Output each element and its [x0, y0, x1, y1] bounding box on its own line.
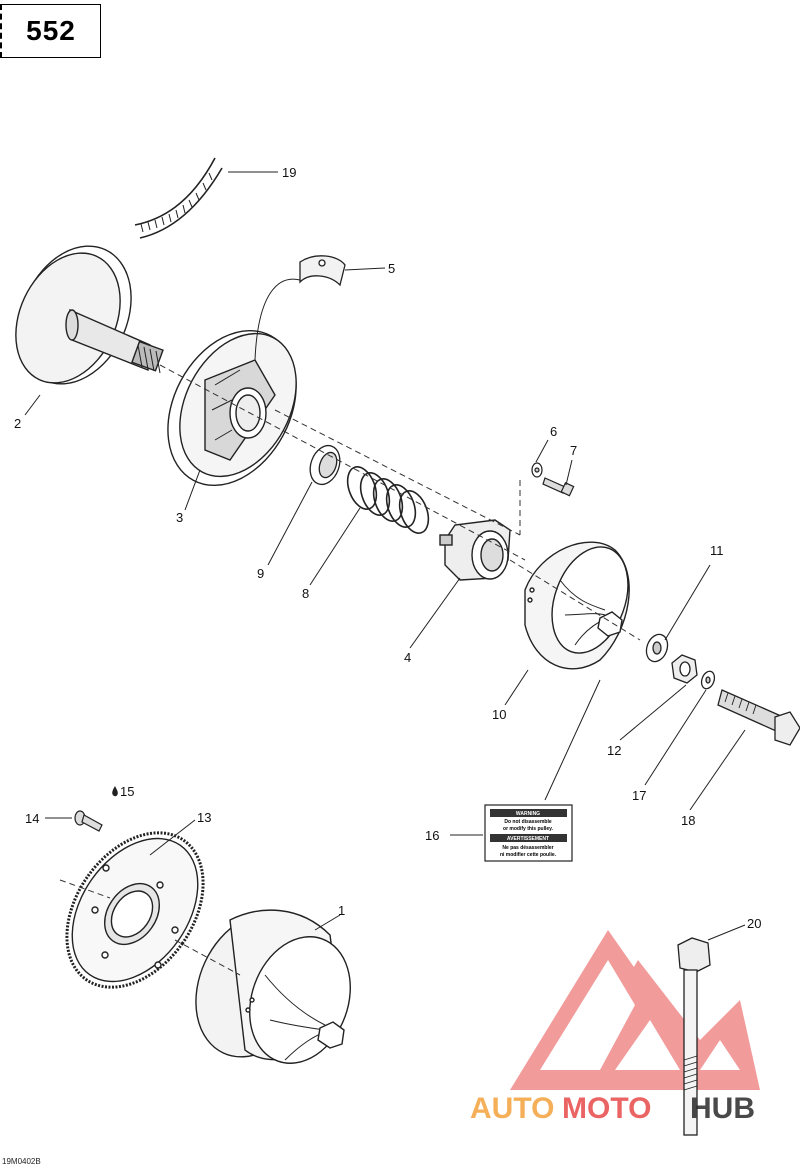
- callout-18: 18: [681, 813, 695, 828]
- callout-9: 9: [257, 566, 264, 581]
- callout-14: 14: [25, 811, 39, 826]
- drive-pulley-assembly: [195, 909, 351, 1064]
- callout-16: 16: [425, 828, 439, 843]
- screw-14: [74, 810, 103, 832]
- callout-10: 10: [492, 707, 506, 722]
- washer-6: [531, 462, 543, 478]
- watermark-text: AUTO MOTO HUB: [470, 1092, 755, 1125]
- warning-line-3: or modify this pulley.: [503, 826, 554, 832]
- drop-icon: [112, 786, 118, 797]
- spring: [346, 466, 430, 534]
- callout-3: 3: [176, 510, 183, 525]
- leader-lines: [24, 171, 746, 941]
- washer-17: [700, 670, 716, 690]
- watermark-logo: [510, 930, 760, 1090]
- callout-8: 8: [302, 586, 309, 601]
- callout-12: 12: [607, 743, 621, 758]
- fixed-sheave: [15, 245, 164, 385]
- page-number-box: 552: [0, 4, 101, 58]
- warning-decal: WARNING Do not disassemble or modify thi…: [484, 804, 573, 862]
- governor-cup: [524, 541, 630, 670]
- warning-line-4: AVERTISSEMENT: [507, 836, 549, 842]
- callout-2: 2: [14, 416, 21, 431]
- callout-17: 17: [632, 788, 646, 803]
- assembly-axes: [59, 364, 641, 976]
- drawing-code: 19M0402B: [2, 1157, 41, 1166]
- nut-12: [671, 654, 698, 684]
- washer-11: [645, 633, 669, 663]
- cam: [439, 519, 511, 581]
- callout-1: 1: [338, 903, 345, 918]
- callout-11: 11: [710, 543, 724, 558]
- warning-line-5: Ne pas désassembler: [502, 845, 553, 851]
- screw-7: [542, 477, 575, 497]
- callout-5: 5: [388, 261, 395, 276]
- movable-sheave: [167, 329, 297, 487]
- bolt-20: [677, 937, 711, 1136]
- callout-6: 6: [550, 424, 557, 439]
- callout-15: 15: [120, 784, 134, 799]
- callout-13: 13: [197, 810, 211, 825]
- warning-line-2: Do not disassemble: [504, 819, 551, 825]
- page-number: 552: [26, 15, 76, 46]
- spring-seat: [309, 444, 341, 486]
- slider-shoe: [254, 255, 346, 361]
- ring-gear: [65, 831, 205, 989]
- callout-19: 19: [282, 165, 296, 180]
- svg-text:HUB: HUB: [690, 1092, 755, 1125]
- svg-text:AUTO: AUTO: [470, 1092, 554, 1125]
- callout-labels: 19 5 2 3 6 7 9 8 4 11 10 12 17 18 16 15 …: [14, 165, 761, 931]
- callout-7: 7: [570, 443, 577, 458]
- callout-4: 4: [404, 650, 411, 665]
- svg-text:MOTO: MOTO: [562, 1092, 651, 1125]
- warning-line-6: ni modifier cette poulie.: [500, 852, 557, 858]
- warning-line-1: WARNING: [516, 811, 540, 817]
- callout-20: 20: [747, 916, 761, 931]
- bolt-18: [717, 689, 800, 746]
- drive-belt: [134, 157, 223, 239]
